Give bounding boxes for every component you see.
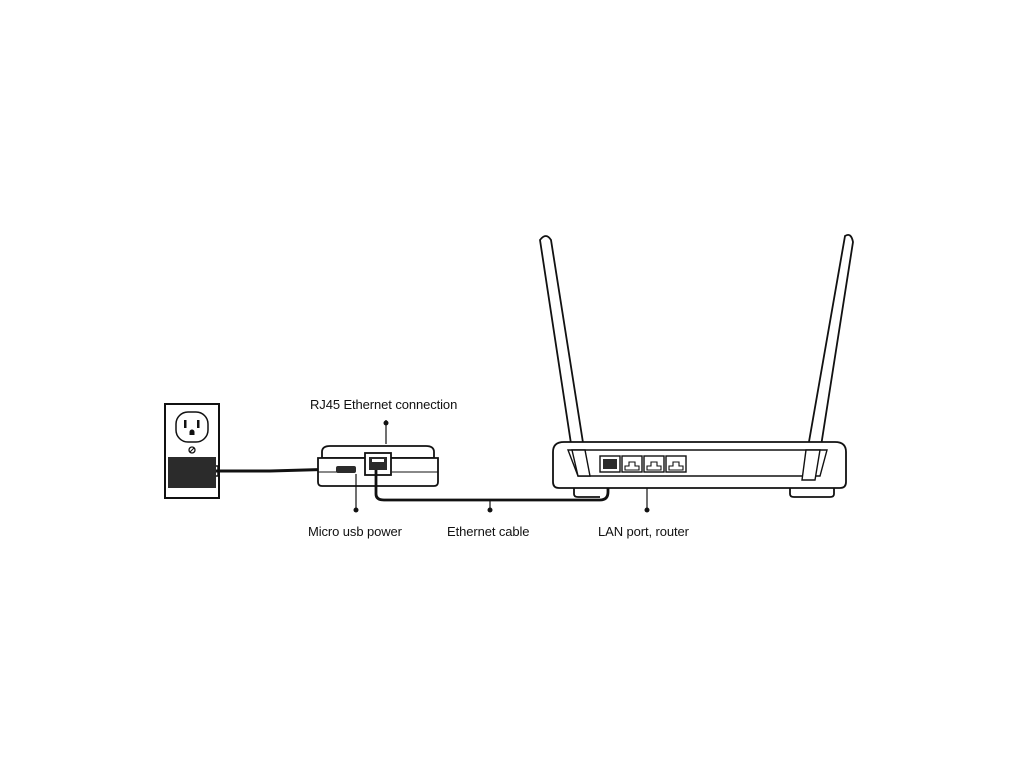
power-adapter-icon — [168, 457, 216, 488]
ethernet-cable-label: Ethernet cable — [447, 524, 530, 539]
micro-usb-power-label: Micro usb power — [308, 524, 402, 539]
lan-ports — [599, 455, 687, 473]
router-icon — [539, 233, 854, 498]
power-cable — [216, 465, 341, 477]
adapter-device-icon — [317, 445, 439, 487]
ethernet-cable — [374, 468, 610, 502]
leader-lines — [353, 420, 650, 513]
lan-port-router-label: LAN port, router — [598, 524, 689, 539]
rj45-connection-label: RJ45 Ethernet connection — [310, 397, 458, 412]
